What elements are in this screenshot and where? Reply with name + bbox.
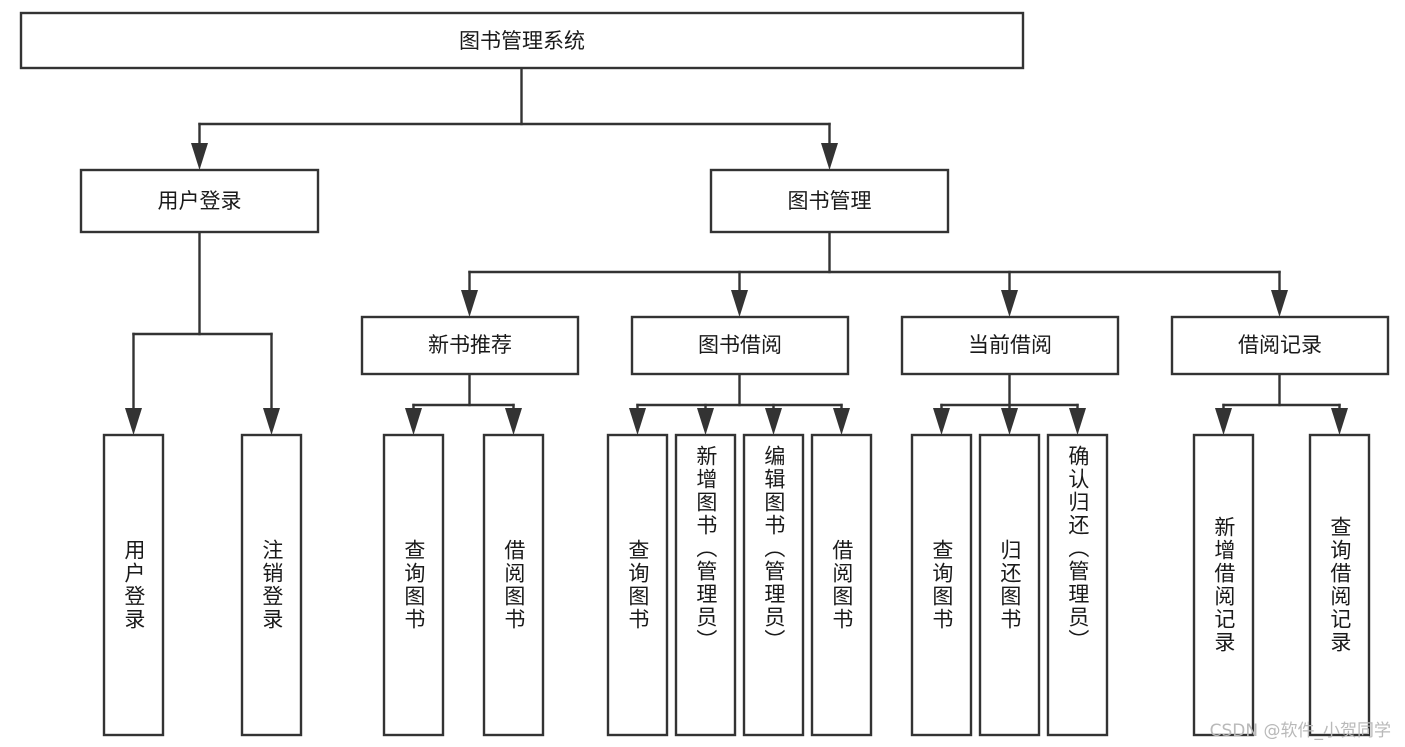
node-new-book-recommend[interactable]: 新书推荐 [360, 315, 580, 376]
arrowhead-cb-leaf1 [933, 408, 950, 435]
arrowhead-nb-leaf1 [405, 408, 422, 435]
leaf-box-user-login[interactable] [102, 433, 165, 737]
connector-group-borrow-record [1215, 372, 1348, 435]
leaf-box-br-query-record[interactable] [1308, 433, 1371, 737]
arrowhead-book-manage [821, 143, 838, 170]
connector-group-current-borrow [933, 372, 1086, 435]
node-borrow-record-label: 借阅记录 [1238, 333, 1322, 357]
connector-group-user-login [125, 230, 280, 435]
node-current-borrow[interactable]: 当前借阅 [900, 315, 1120, 376]
leaf-box-bb-borrow-book[interactable] [810, 433, 873, 737]
node-user-login-label: 用户登录 [158, 189, 242, 213]
leaf-box-nb-borrow-book[interactable] [482, 433, 545, 737]
arrowhead-cb-leaf2 [1001, 408, 1018, 435]
arrowhead-leaf-logout [263, 408, 280, 435]
leaf-box-cb-confirm-return[interactable] [1046, 433, 1109, 737]
arrowhead-new-book [461, 290, 478, 317]
arrowhead-user-login [191, 143, 208, 170]
leaf-box-bb-edit-book[interactable] [742, 433, 805, 737]
arrowhead-br-leaf1 [1215, 408, 1232, 435]
arrowhead-bb-leaf2 [697, 408, 714, 435]
node-root-box[interactable] [19, 11, 1025, 70]
arrowhead-nb-leaf2 [505, 408, 522, 435]
csdn-watermark: CSDN @软件_小贺同学 [1209, 721, 1391, 741]
leaf-box-bb-add-book[interactable] [674, 433, 737, 737]
node-book-manage[interactable]: 图书管理 [709, 168, 950, 234]
node-user-login-box[interactable] [79, 168, 320, 234]
arrowhead-current-borrow [1001, 290, 1018, 317]
connector-group-root [191, 66, 838, 170]
node-borrow-record[interactable]: 借阅记录 [1170, 315, 1390, 376]
node-book-borrow[interactable]: 图书借阅 [630, 315, 850, 376]
node-current-borrow-box[interactable] [900, 315, 1120, 376]
node-book-borrow-box[interactable] [630, 315, 850, 376]
node-root[interactable]: 图书管理系统 [19, 11, 1025, 70]
leaf-box-bb-query-book[interactable] [606, 433, 669, 737]
leaf-box-cb-query-book[interactable] [910, 433, 973, 737]
node-new-book-recommend-box[interactable] [360, 315, 580, 376]
connector-group-new-book [405, 372, 522, 435]
arrowhead-br-leaf2 [1331, 408, 1348, 435]
arrowhead-bb-leaf1 [629, 408, 646, 435]
node-book-borrow-label: 图书借阅 [698, 333, 782, 357]
node-book-manage-label: 图书管理 [788, 189, 872, 213]
arrowhead-book-borrow [731, 290, 748, 317]
arrowhead-bb-leaf4 [833, 408, 850, 435]
leaf-box-br-add-record[interactable] [1192, 433, 1255, 737]
node-user-login[interactable]: 用户登录 [79, 168, 320, 234]
arrowhead-cb-leaf3 [1069, 408, 1086, 435]
connector-group-book-borrow [629, 372, 850, 435]
node-borrow-record-box[interactable] [1170, 315, 1390, 376]
node-book-manage-box[interactable] [709, 168, 950, 234]
connector-group-book-manage [461, 230, 1288, 317]
arrowhead-bb-leaf3 [765, 408, 782, 435]
arrowhead-leaf-user-login [125, 408, 142, 435]
leaf-box-logout[interactable] [240, 433, 303, 737]
node-current-borrow-label: 当前借阅 [968, 333, 1052, 357]
node-root-label: 图书管理系统 [459, 29, 585, 53]
node-new-book-recommend-label: 新书推荐 [428, 333, 512, 357]
leaf-box-cb-return-book[interactable] [978, 433, 1041, 737]
arrowhead-borrow-record [1271, 290, 1288, 317]
leaf-box-nb-query-book[interactable] [382, 433, 445, 737]
